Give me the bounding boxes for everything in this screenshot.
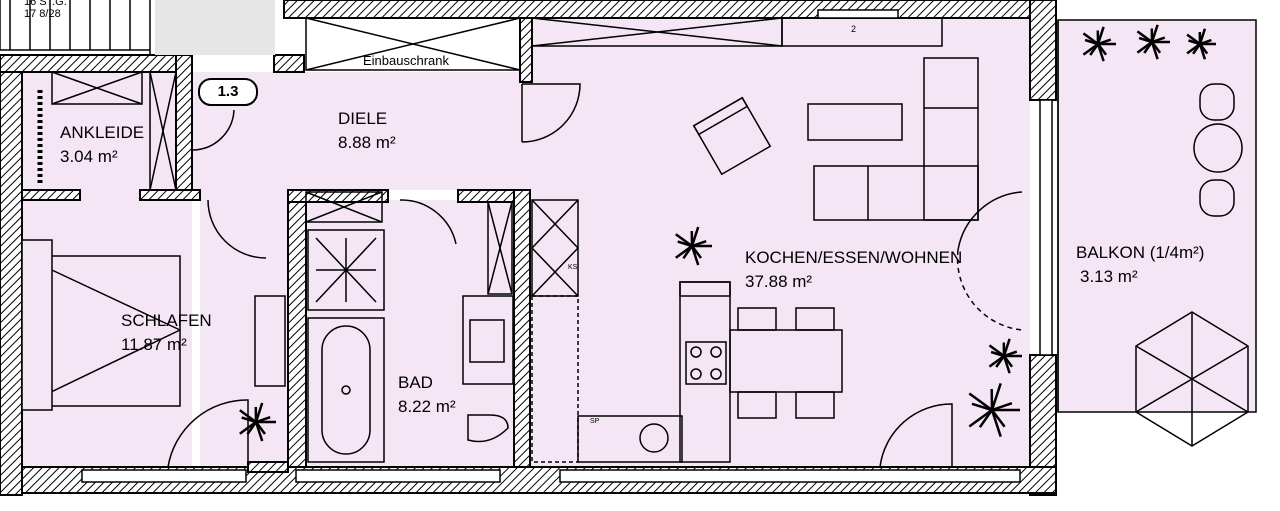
- plant-icon: [239, 402, 276, 442]
- room-name-diele: DIELE: [338, 109, 388, 128]
- windows: [81, 99, 1053, 483]
- tag-sp: SP: [590, 418, 600, 425]
- plant-icon: [1082, 26, 1116, 62]
- wall-diele-top-left: [273, 54, 305, 73]
- sofa: [692, 57, 979, 221]
- bath-fixtures: [305, 191, 514, 463]
- plant-icon: [1136, 24, 1170, 60]
- room-area-diele: 8.88 m²: [338, 133, 396, 152]
- room-area-schlafen: 11.87 m²: [121, 335, 187, 354]
- room-name-balkon: BALKON (1/4m²): [1076, 243, 1205, 262]
- tag-ks: KS: [568, 264, 578, 271]
- plants: [239, 24, 1216, 442]
- plant-icon: [675, 226, 712, 266]
- bed: [21, 239, 286, 411]
- kitchen-counter: [531, 199, 731, 463]
- balcony: [1057, 19, 1257, 447]
- tag-two: 2: [851, 24, 857, 34]
- built-in-cabinet: [305, 17, 521, 71]
- cabinet-label: Einbauschrank: [363, 53, 449, 68]
- room-name-bad: BAD: [398, 373, 433, 392]
- wall-left: [0, 54, 23, 496]
- plant-icon: [968, 383, 1020, 437]
- plant-icon: [988, 338, 1022, 374]
- wall-ankleide-right: [175, 54, 193, 191]
- dining-set: [729, 307, 843, 419]
- room-name-ankleide: ANKLEIDE: [60, 123, 145, 142]
- wall-top-left: [0, 54, 193, 73]
- room-area-ankleide: 3.04 m²: [60, 147, 118, 166]
- wall-ankleide-bottom2: [139, 189, 201, 201]
- wall-right-upper: [1029, 0, 1057, 101]
- wall-ankleide-bottom: [21, 189, 81, 201]
- wall-top-main: [283, 0, 1057, 19]
- room-name-kochen: KOCHEN/ESSEN/WOHNEN: [745, 248, 963, 267]
- stair-area: [0, 0, 275, 55]
- room-name-schlafen: SCHLAFEN: [121, 311, 212, 330]
- header-line1: 16 ST.G.: [24, 0, 67, 8]
- wall-bad-right: [513, 189, 531, 468]
- wall-bottom-stub: [247, 461, 289, 473]
- doors: [167, 83, 1023, 468]
- room-area-balkon: 3.13 m²: [1080, 267, 1138, 286]
- room-area-kochen: 37.88 m²: [745, 272, 813, 291]
- wardrobe: [37, 71, 177, 191]
- wall-bad-left: [287, 189, 307, 468]
- room-number-badge: 1.3: [198, 78, 258, 106]
- plant-icon: [1186, 28, 1216, 60]
- top-cabinets: [531, 9, 943, 47]
- header-line2: 17 8/28: [24, 8, 61, 20]
- room-area-bad: 8.22 m²: [398, 397, 456, 416]
- wall-diele-stub: [519, 17, 533, 83]
